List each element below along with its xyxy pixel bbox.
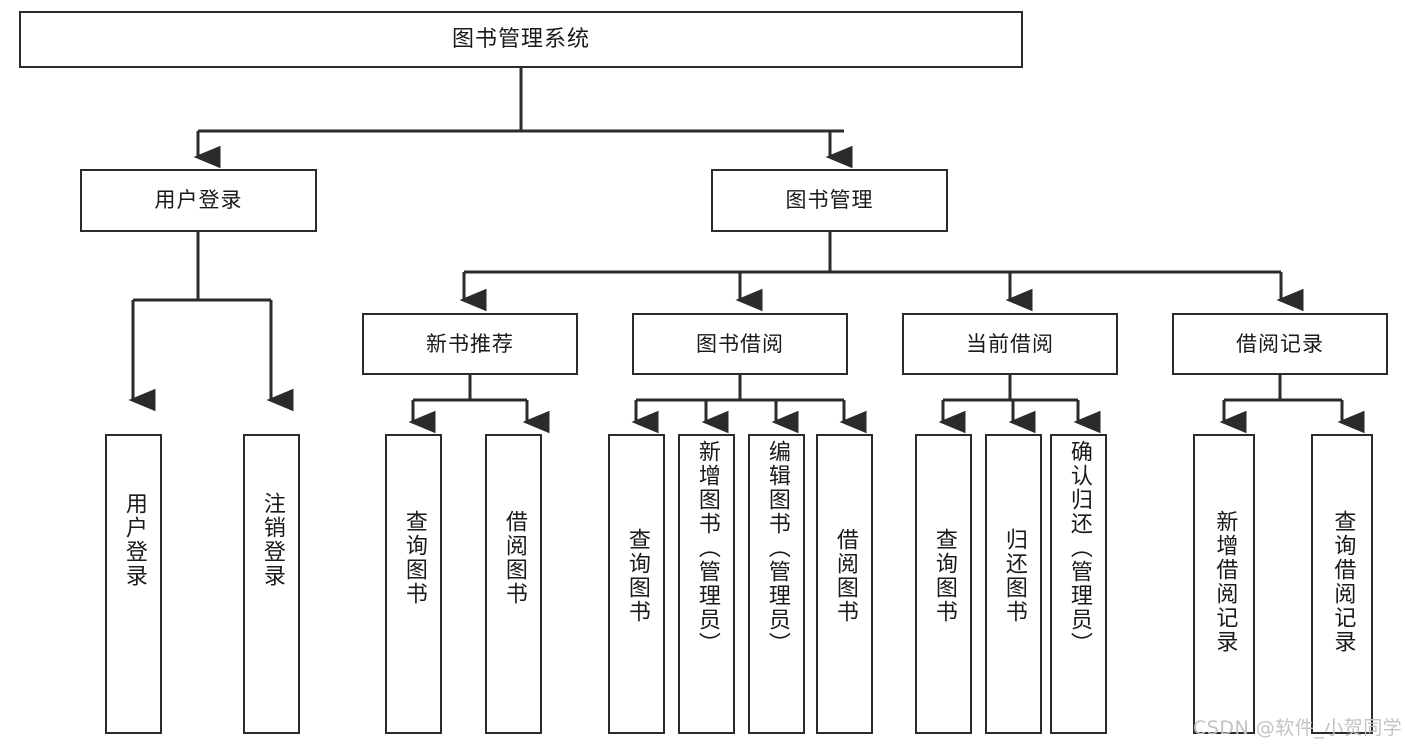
- leaf-query-book-current-label: 查询图书: [931, 528, 957, 624]
- leaf-logout-label: 注销登录: [259, 492, 285, 588]
- node-user-login-label: 用户登录: [154, 188, 243, 213]
- leaf-user-login-label: 用户登录: [121, 492, 147, 588]
- leaf-query-book-recommend-label: 查询图书: [401, 510, 427, 606]
- leaf-return-book-label: 归还图书: [1001, 528, 1027, 624]
- node-borrow-record[interactable]: 借阅记录: [1172, 313, 1388, 375]
- node-root-label: 图书管理系统: [451, 26, 590, 52]
- node-root[interactable]: 图书管理系统: [19, 11, 1023, 68]
- leaf-query-borrow-record-label: 查询借阅记录: [1330, 510, 1356, 654]
- leaf-logout[interactable]: 注销登录: [243, 434, 300, 734]
- leaf-borrow-book-recommend[interactable]: 借阅图书: [485, 434, 542, 734]
- leaf-add-borrow-record[interactable]: 新增借阅记录: [1193, 434, 1255, 734]
- node-book-borrow[interactable]: 图书借阅: [632, 313, 848, 375]
- leaf-query-book-recommend[interactable]: 查询图书: [385, 434, 442, 734]
- node-borrow-record-label: 借阅记录: [1236, 331, 1324, 356]
- node-book-management[interactable]: 图书管理: [711, 169, 948, 232]
- leaf-add-book-admin[interactable]: 新增图书（管理员）: [678, 434, 735, 734]
- leaf-edit-book-admin[interactable]: 编辑图书（管理员）: [748, 434, 805, 734]
- leaf-return-book[interactable]: 归还图书: [985, 434, 1042, 734]
- watermark: CSDN @软件_小贺同学: [1193, 717, 1403, 739]
- node-user-login[interactable]: 用户登录: [80, 169, 317, 232]
- leaf-query-book-borrow[interactable]: 查询图书: [608, 434, 665, 734]
- leaf-query-borrow-record[interactable]: 查询借阅记录: [1311, 434, 1373, 734]
- leaf-query-book-current[interactable]: 查询图书: [915, 434, 972, 734]
- leaf-query-book-borrow-label: 查询图书: [624, 528, 650, 624]
- leaf-borrow-book-recommend-label: 借阅图书: [501, 510, 527, 606]
- leaf-confirm-return-admin-label: 确认归还（管理员）: [1066, 440, 1092, 656]
- node-current-borrow[interactable]: 当前借阅: [902, 313, 1118, 375]
- leaf-edit-book-admin-label: 编辑图书（管理员）: [764, 440, 790, 656]
- leaf-user-login[interactable]: 用户登录: [105, 434, 162, 734]
- node-current-borrow-label: 当前借阅: [966, 331, 1054, 356]
- leaf-borrow-book[interactable]: 借阅图书: [816, 434, 873, 734]
- node-book-management-label: 图书管理: [785, 188, 874, 213]
- node-book-borrow-label: 图书借阅: [696, 331, 784, 356]
- leaf-add-book-admin-label: 新增图书（管理员）: [694, 440, 720, 656]
- leaf-add-borrow-record-label: 新增借阅记录: [1212, 510, 1238, 654]
- leaf-confirm-return-admin[interactable]: 确认归还（管理员）: [1050, 434, 1107, 734]
- node-new-book-recommend-label: 新书推荐: [426, 331, 514, 356]
- node-new-book-recommend[interactable]: 新书推荐: [362, 313, 578, 375]
- leaf-borrow-book-label: 借阅图书: [832, 528, 858, 624]
